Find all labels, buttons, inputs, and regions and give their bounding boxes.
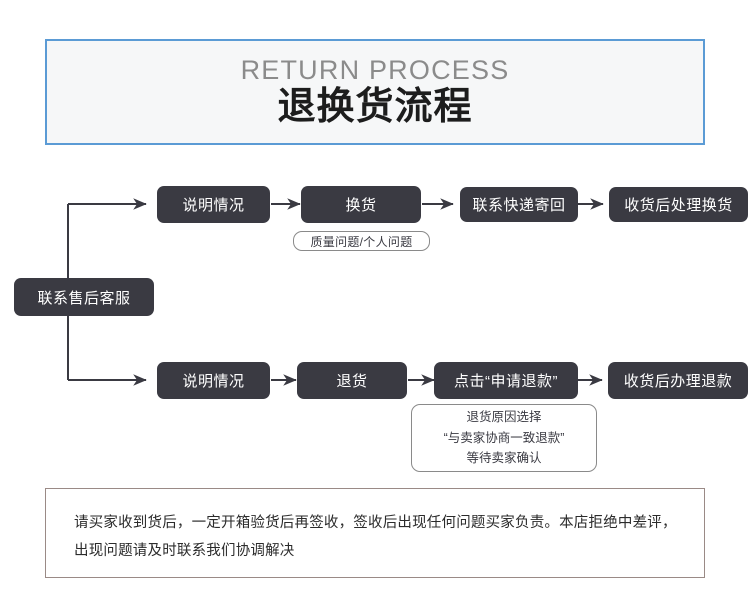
footer-notice-box: 请买家收到货后，一定开箱验货后再签收，签收后出现任何问题买家负责。本店拒绝中差评…	[45, 488, 705, 578]
flow-node-refund-step-4[interactable]: 收货后办理退款	[608, 362, 748, 399]
flow-note-refund-line-2: “与卖家协商一致退款”	[443, 430, 565, 445]
flow-note-refund-line-1: 退货原因选择	[466, 410, 542, 425]
header-banner: RETURN PROCESS 退换货流程	[45, 39, 705, 145]
flow-note-refund-line-3: 等待卖家确认	[466, 451, 542, 466]
flow-node-contact-support[interactable]: 联系售后客服	[14, 278, 154, 316]
footer-notice-text: 请买家收到货后，一定开箱验货后再签收，签收后出现任何问题买家负责。本店拒绝中差评…	[74, 515, 677, 560]
flow-node-exchange-step-1[interactable]: 说明情况	[157, 186, 270, 223]
flow-note-refund-reason: 退货原因选择 “与卖家协商一致退款” 等待卖家确认	[411, 404, 597, 472]
flow-node-exchange-step-2[interactable]: 换货	[301, 186, 421, 223]
flow-node-refund-step-2[interactable]: 退货	[297, 362, 407, 399]
header-title-chinese: 退换货流程	[277, 85, 473, 128]
flow-note-exchange-reason: 质量问题/个人问题	[293, 231, 430, 251]
flow-node-refund-step-1[interactable]: 说明情况	[157, 362, 270, 399]
header-title-english: RETURN PROCESS	[240, 54, 510, 85]
flow-node-exchange-step-3[interactable]: 联系快递寄回	[460, 187, 578, 222]
flow-node-exchange-step-4[interactable]: 收货后处理换货	[609, 187, 748, 222]
flow-node-refund-step-3[interactable]: 点击“申请退款”	[434, 362, 578, 399]
